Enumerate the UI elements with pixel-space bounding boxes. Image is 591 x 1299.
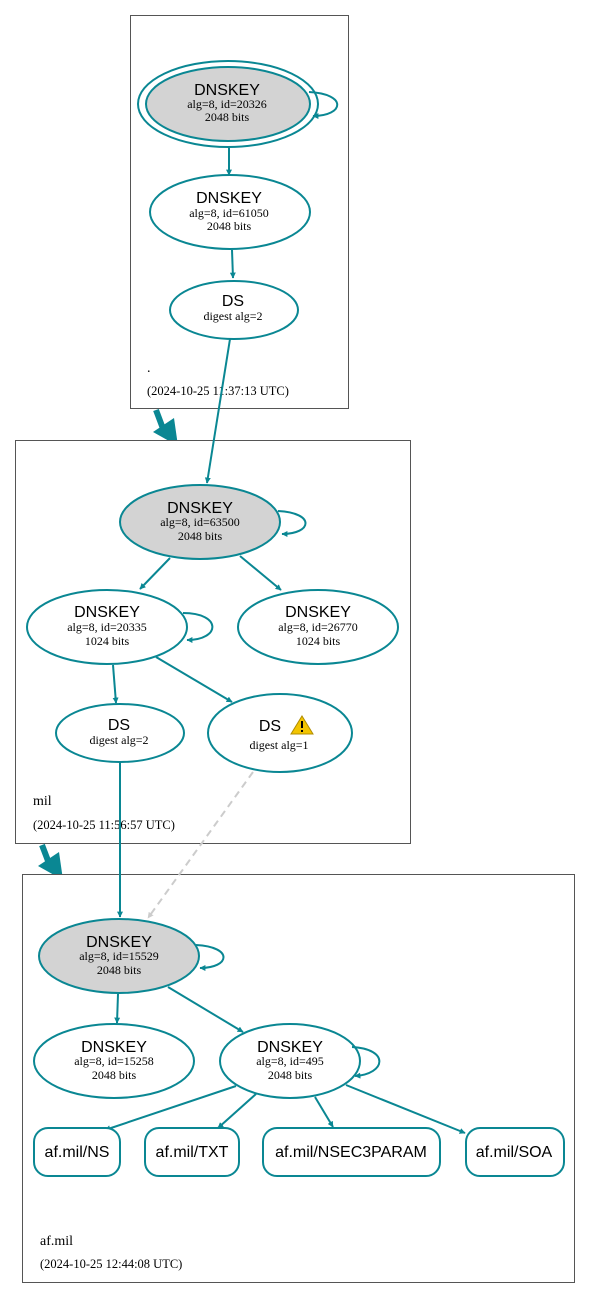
zone-root-timestamp: (2024-10-25 11:37:13 UTC) bbox=[147, 384, 289, 398]
mil-zsk1-node[interactable]: DNSKEY alg=8, id=20335 1024 bits bbox=[26, 589, 188, 665]
zone-mil: DNSKEY alg=8, id=63500 2048 bits DNSKEY … bbox=[15, 440, 411, 844]
warning-icon bbox=[290, 715, 314, 735]
mil-zsk1-self-edge bbox=[182, 612, 214, 643]
mil-ksk-ellipse bbox=[119, 484, 281, 560]
afmil-key2-node[interactable]: DNSKEY alg=8, id=15258 2048 bits bbox=[33, 1023, 195, 1099]
mil-zsk2-ellipse bbox=[237, 589, 399, 665]
mil-ds1-title: DS bbox=[108, 717, 130, 734]
afmil-zsk-bits: 2048 bits bbox=[268, 1068, 313, 1082]
zone-root: DNSKEY alg=8, id=20326 2048 bits DNSKEY … bbox=[130, 15, 349, 409]
mil-ds2-to-afmil-ksk-edge bbox=[147, 771, 254, 919]
mil-ksk-detail: alg=8, id=63500 bbox=[160, 515, 240, 529]
afmil-zsk-self-edge bbox=[351, 1046, 381, 1079]
root-zsk-title: DNSKEY bbox=[196, 190, 262, 207]
root-ds-to-mil-ksk-edge bbox=[204, 338, 231, 484]
mil-zsk1-title: DNSKEY bbox=[74, 604, 140, 621]
mil-ksk-title: DNSKEY bbox=[167, 500, 233, 517]
mil-zsk2-bits: 1024 bits bbox=[296, 634, 341, 648]
mil-zsk1-bits: 1024 bits bbox=[85, 634, 130, 648]
root-ds-node[interactable]: DS digest alg=2 bbox=[169, 280, 299, 340]
mil-ds1-detail: digest alg=2 bbox=[89, 733, 148, 747]
mil-zsk1-to-ds1-edge bbox=[112, 664, 119, 704]
root-zsk-ellipse bbox=[149, 174, 311, 250]
root-ksk-detail: alg=8, id=20326 bbox=[187, 97, 267, 111]
afmil-zsk-title: DNSKEY bbox=[257, 1039, 323, 1056]
root-ksk-self-edge bbox=[308, 91, 339, 119]
mil-zsk2-node[interactable]: DNSKEY alg=8, id=26770 1024 bits bbox=[237, 589, 399, 665]
mil-zsk1-detail: alg=8, id=20335 bbox=[67, 620, 147, 634]
zone-root-label: . bbox=[147, 361, 151, 376]
afmil-zsk-to-soa-edge bbox=[345, 1084, 466, 1134]
mil-ksk-to-zsk2-edge bbox=[239, 555, 282, 591]
afmil-key2-ellipse bbox=[33, 1023, 195, 1099]
rrset-nsec3param-node[interactable]: af.mil/NSEC3PARAM bbox=[262, 1127, 441, 1177]
afmil-zsk-to-nsec3param-edge bbox=[314, 1096, 334, 1128]
root-zsk-detail: alg=8, id=61050 bbox=[189, 206, 269, 220]
mil-ds1-node[interactable]: DS digest alg=2 bbox=[55, 703, 185, 763]
root-ksk-title: DNSKEY bbox=[194, 82, 260, 99]
mil-ksk-bits: 2048 bits bbox=[178, 529, 223, 543]
zone-afmil: DNSKEY alg=8, id=15529 2048 bits DNSKEY … bbox=[22, 874, 575, 1283]
afmil-zsk-to-txt-edge bbox=[217, 1093, 257, 1129]
root-ds-title: DS bbox=[222, 293, 244, 310]
root-zsk-bits: 2048 bits bbox=[207, 219, 252, 233]
mil-zsk1-to-ds2-edge bbox=[155, 656, 233, 703]
afmil-ksk-node[interactable]: DNSKEY alg=8, id=15529 2048 bits bbox=[38, 918, 200, 994]
mil-ds2-node[interactable]: DS digest alg=1 bbox=[207, 693, 353, 773]
mil-ds2-ellipse bbox=[207, 693, 353, 773]
root-zsk-node[interactable]: DNSKEY alg=8, id=61050 2048 bits bbox=[149, 174, 311, 250]
afmil-ksk-bits: 2048 bits bbox=[97, 963, 142, 977]
rrset-txt-box bbox=[144, 1127, 240, 1177]
afmil-zsk-node[interactable]: DNSKEY alg=8, id=495 2048 bits bbox=[219, 1023, 361, 1099]
mil-zsk1-ellipse bbox=[26, 589, 188, 665]
rrset-ns-box bbox=[33, 1127, 121, 1177]
mil-ksk-node[interactable]: DNSKEY alg=8, id=63500 2048 bits bbox=[119, 484, 281, 560]
mil-zsk2-detail: alg=8, id=26770 bbox=[278, 620, 358, 634]
mil-ds2-title: DS bbox=[259, 718, 281, 735]
afmil-zsk-detail: alg=8, id=495 bbox=[256, 1054, 324, 1068]
delegation-mil-to-afmil bbox=[38, 843, 63, 880]
afmil-ksk-ellipse bbox=[38, 918, 200, 994]
root-ksk-bits: 2048 bits bbox=[205, 110, 250, 124]
root-ds-detail: digest alg=2 bbox=[203, 309, 262, 323]
root-zsk-to-ds-edge bbox=[229, 249, 236, 279]
afmil-key2-detail: alg=8, id=15258 bbox=[74, 1054, 154, 1068]
rrset-txt-node[interactable]: af.mil/TXT bbox=[144, 1127, 240, 1177]
mil-ksk-self-edge bbox=[277, 510, 307, 537]
rrset-txt-label: af.mil/TXT bbox=[156, 1144, 229, 1161]
afmil-ksk-self-edge bbox=[195, 944, 225, 971]
mil-ds2-detail: digest alg=1 bbox=[249, 738, 308, 752]
delegation-root-to-mil bbox=[153, 408, 178, 446]
afmil-zsk-ellipse bbox=[219, 1023, 361, 1099]
afmil-key2-title: DNSKEY bbox=[81, 1039, 147, 1056]
afmil-zsk-to-ns-edge bbox=[104, 1085, 237, 1132]
rrset-nsec3param-label: af.mil/NSEC3PARAM bbox=[275, 1144, 427, 1161]
rrset-soa-label: af.mil/SOA bbox=[476, 1144, 553, 1161]
afmil-ksk-to-zsk-edge bbox=[167, 986, 244, 1033]
rrset-nsec3param-box bbox=[262, 1127, 441, 1177]
afmil-ksk-to-key2-edge bbox=[114, 993, 121, 1024]
zone-mil-label: mil bbox=[33, 794, 52, 809]
zone-mil-timestamp: (2024-10-25 11:56:57 UTC) bbox=[33, 818, 175, 832]
afmil-ksk-title: DNSKEY bbox=[86, 934, 152, 951]
rrset-ns-node[interactable]: af.mil/NS bbox=[33, 1127, 121, 1177]
afmil-ksk-detail: alg=8, id=15529 bbox=[79, 949, 159, 963]
mil-zsk2-title: DNSKEY bbox=[285, 604, 351, 621]
root-ds-ellipse bbox=[169, 280, 299, 340]
root-ksk-node[interactable]: DNSKEY alg=8, id=20326 2048 bits bbox=[137, 60, 319, 148]
rrset-soa-box bbox=[465, 1127, 565, 1177]
afmil-key2-bits: 2048 bits bbox=[92, 1068, 137, 1082]
zone-afmil-timestamp: (2024-10-25 12:44:08 UTC) bbox=[40, 1257, 182, 1271]
rrset-ns-label: af.mil/NS bbox=[45, 1144, 110, 1161]
mil-ksk-to-zsk1-edge bbox=[139, 557, 171, 590]
rrset-soa-node[interactable]: af.mil/SOA bbox=[465, 1127, 565, 1177]
zone-afmil-label: af.mil bbox=[40, 1234, 73, 1249]
root-ksk-ellipse bbox=[145, 66, 311, 142]
